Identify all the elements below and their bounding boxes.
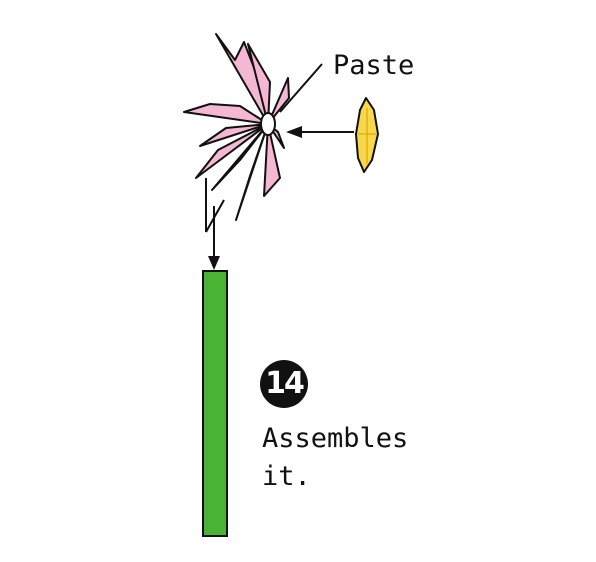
petal-lower-left [195, 123, 269, 179]
instruction-line-1: Assembles [262, 423, 409, 454]
paste-label: Paste [333, 50, 415, 81]
petal-lower-right [263, 123, 281, 197]
petal-lower-center [235, 123, 269, 221]
instruction-line-2: it. [262, 461, 311, 492]
flower-petals-icon [183, 33, 290, 221]
step-number-badge: 14 [260, 360, 308, 408]
flower-center-hole [260, 112, 276, 136]
petal-left-lower [199, 123, 269, 147]
petal-right-upper [267, 77, 290, 125]
green-stem-icon [202, 270, 228, 537]
petal-lower-mid-left [211, 123, 269, 191]
paste-leader-line [279, 63, 323, 113]
instruction-caption: Assembles it. [262, 420, 408, 496]
paste-arrow-head [286, 126, 302, 138]
petal-top [247, 43, 271, 125]
petal-left [183, 103, 269, 125]
yellow-center-icon [355, 97, 379, 173]
stem-arrow-head [208, 256, 220, 270]
